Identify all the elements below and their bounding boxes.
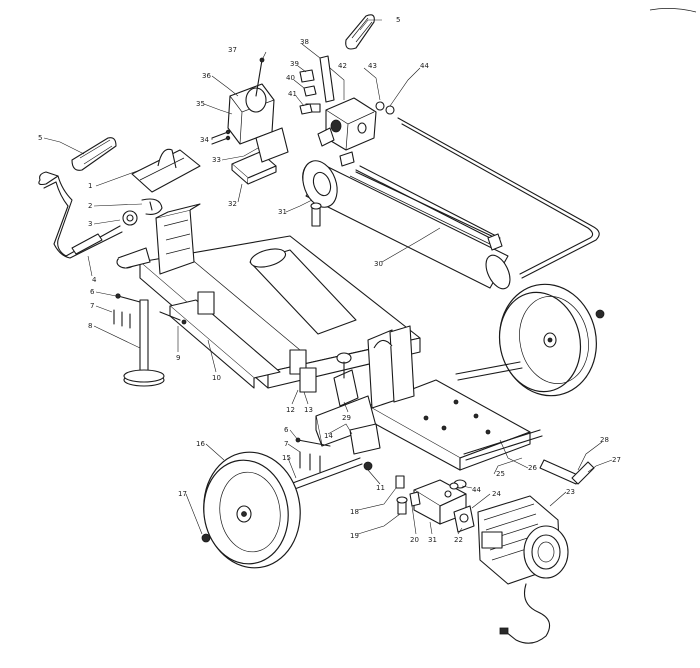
axle-shaft-part-15	[289, 457, 363, 491]
callout-30: 30	[374, 260, 383, 268]
callout-24: 24	[492, 490, 501, 498]
callout-labels: 5 5 37 38 39 40 41 42 43 44 36 35 34 33 …	[38, 16, 621, 544]
bolt-part-6-front	[115, 293, 141, 303]
callout-7-front: 7	[90, 302, 94, 310]
cylinder-support-uprights	[367, 325, 415, 409]
callout-32: 32	[228, 200, 237, 208]
callout-5-handle-grip: 5	[38, 134, 42, 142]
fittings-part-18-19-20	[395, 475, 421, 515]
coupler-part-44-lower	[449, 479, 467, 490]
pins-part-7-rear	[299, 451, 321, 473]
callout-13: 13	[304, 406, 313, 414]
axle-nut-left	[201, 533, 211, 543]
callout-6-rear: 6	[284, 426, 289, 434]
hydraulic-hoses	[355, 117, 600, 279]
callout-4: 4	[92, 276, 97, 284]
handle-grip-left	[71, 137, 117, 171]
callout-16: 16	[196, 440, 205, 448]
bracket-part-29	[333, 352, 359, 407]
callout-7-rear: 7	[284, 440, 288, 448]
coupler-part-22	[453, 505, 475, 533]
plate-part-33	[255, 127, 289, 163]
callout-5-lever-grip: 5	[396, 16, 400, 24]
motor-part-23	[477, 495, 569, 585]
leader-lines	[43, 19, 613, 535]
nut-part-11	[363, 461, 373, 471]
callout-10: 10	[212, 374, 221, 382]
callout-15: 15	[282, 454, 291, 462]
tee-fitting-part-28	[539, 459, 595, 485]
jack-stand-part-8	[123, 299, 165, 387]
callout-29: 29	[342, 414, 351, 422]
callout-27: 27	[612, 456, 621, 464]
bolts-part-34	[211, 129, 231, 145]
valve-lever-part-38	[319, 55, 335, 103]
callout-33: 33	[212, 156, 221, 164]
callout-11: 11	[376, 484, 385, 492]
callout-22: 22	[454, 536, 463, 544]
washer-part-3	[122, 210, 138, 226]
callout-36: 36	[202, 72, 211, 80]
pins-part-7-front	[113, 309, 131, 329]
valve-bracket-part-35	[227, 83, 275, 145]
axle-rod-part-26	[463, 429, 543, 461]
callout-17: 17	[178, 490, 187, 498]
callout-31-lower: 31	[428, 536, 437, 544]
lever-grip-part-5	[345, 14, 375, 50]
callout-44-valve: 44	[420, 62, 429, 70]
corner-mark	[649, 8, 697, 13]
valve-fittings	[305, 101, 395, 167]
callout-9: 9	[176, 354, 180, 362]
callout-12: 12	[286, 406, 295, 414]
callout-6-front: 6	[90, 288, 95, 296]
callout-1: 1	[88, 182, 92, 190]
callout-20: 20	[410, 536, 419, 544]
callout-19: 19	[350, 532, 359, 540]
callout-42: 42	[338, 62, 347, 70]
valve-pins-part-39-40	[299, 69, 317, 115]
valve-body-part-42	[325, 97, 377, 151]
callout-40: 40	[286, 74, 295, 82]
callout-28: 28	[600, 436, 609, 444]
callout-23: 23	[566, 488, 575, 496]
rod-part-14	[349, 423, 381, 455]
callout-3: 3	[88, 220, 92, 228]
push-plate-wedge	[155, 203, 201, 275]
axle-bar-part-25	[455, 361, 523, 381]
callout-26: 26	[528, 464, 537, 472]
callout-35: 35	[196, 100, 205, 108]
front-socket	[116, 247, 151, 269]
bracket-part-1	[131, 148, 201, 193]
callout-34: 34	[200, 136, 209, 144]
callout-31-upper: 31	[278, 208, 287, 216]
callout-8: 8	[88, 322, 92, 330]
wheel-right	[498, 283, 597, 397]
pin-part-31-upper	[310, 202, 322, 227]
tow-handle	[38, 171, 123, 259]
callout-25: 25	[496, 470, 505, 478]
callout-41: 41	[288, 90, 297, 98]
clip-pin-part-2	[141, 198, 163, 215]
pin-part-4	[71, 233, 103, 255]
wheel-left	[203, 451, 301, 569]
callout-44-pump: 44	[472, 486, 481, 494]
wedge-plates	[197, 291, 317, 393]
callout-38: 38	[300, 38, 309, 46]
callout-39: 39	[290, 60, 299, 68]
cylinder-mount-ring	[302, 160, 338, 208]
slide-bracket-part-10	[159, 299, 281, 389]
callout-18: 18	[350, 508, 359, 516]
callout-2: 2	[88, 202, 92, 210]
callout-43: 43	[368, 62, 377, 70]
beam-tube-cover	[249, 248, 357, 335]
callout-14: 14	[324, 432, 333, 440]
tray-bolts	[423, 399, 491, 435]
motor-power-cord	[499, 583, 551, 644]
axle-nut-right	[595, 309, 605, 319]
callout-37: 37	[228, 46, 237, 54]
